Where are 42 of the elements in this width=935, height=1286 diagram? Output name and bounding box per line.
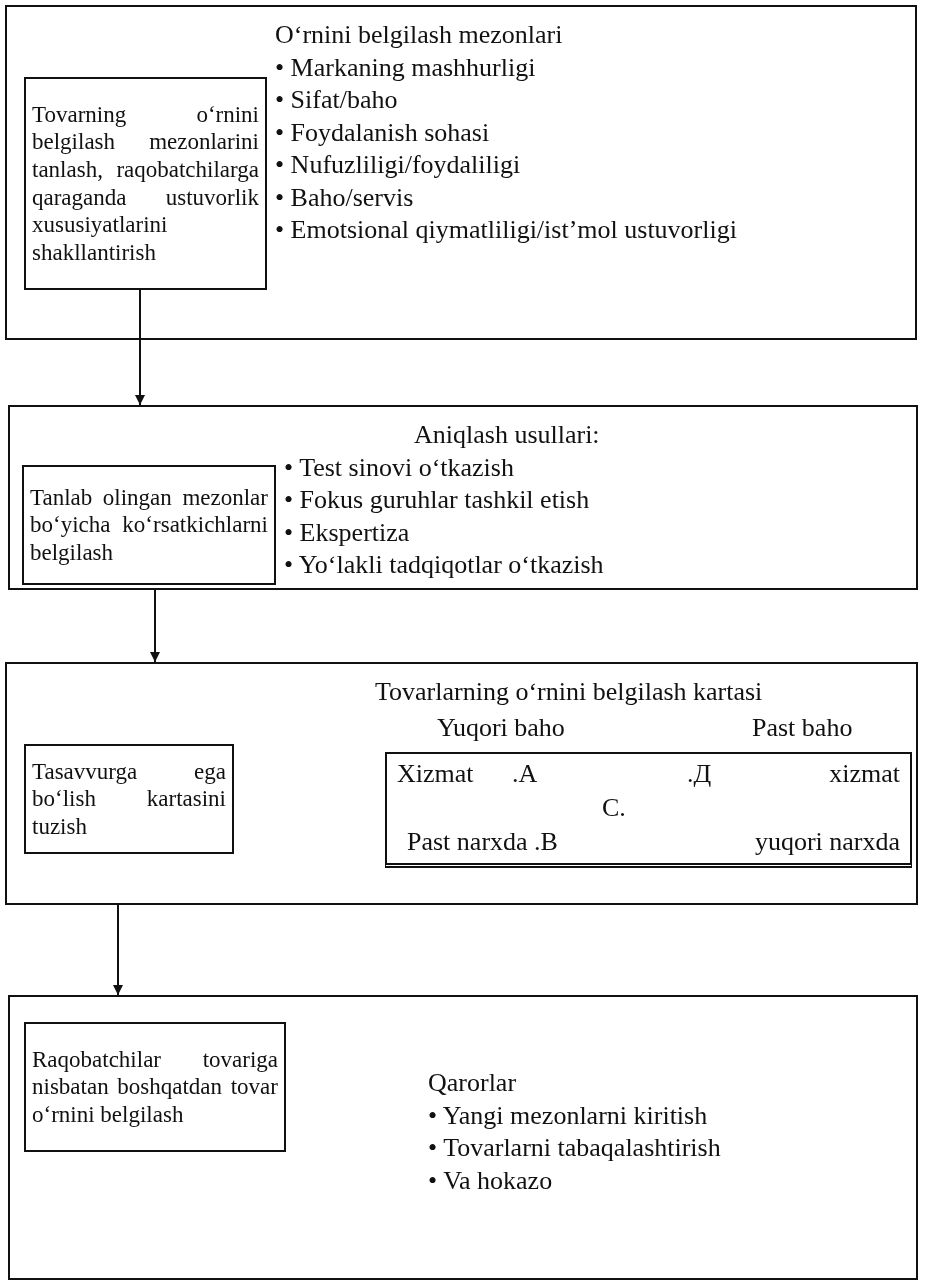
step-box: [22, 465, 276, 585]
heading: O‘rnini belgilash mezonlari: [275, 19, 564, 51]
map-label: yuqori narxda: [754, 826, 900, 858]
stage-box: [8, 405, 918, 590]
list-item: • Emotsional qiymatliligi/ist’mol ustuvorligi: [275, 214, 738, 246]
step-box: [24, 77, 267, 290]
heading: Qarorlar: [428, 1067, 518, 1099]
map-label: Xizmat: [397, 758, 474, 790]
map-label: xizmat: [829, 758, 900, 790]
list-item: • Sifat/baho: [275, 84, 399, 116]
list-item: • Yo‘lakli tadqiqotlar o‘tkazish: [284, 549, 605, 581]
list-item: • Ekspertiza: [284, 516, 411, 549]
step-box: [24, 1022, 286, 1152]
map-label: Yuqori baho: [437, 712, 565, 744]
stage-box: [8, 995, 918, 1280]
map-label: Past baho: [752, 712, 853, 744]
list-item: • Markaning mashhurligi: [275, 51, 537, 84]
list-item: • Va hokazo: [428, 1164, 554, 1197]
heading: Aniqlash usullari:: [413, 419, 601, 451]
stage-box: [5, 662, 918, 905]
list-item: • Baho/servis: [275, 181, 415, 214]
arrow: [113, 904, 123, 996]
heading: Tovarlarning o‘rnini belgilash kartasi: [375, 676, 763, 708]
list-item: • Yangi mezonlarni kiritish: [428, 1099, 709, 1132]
list-item: • Tovarlarni tabaqalashtirish: [428, 1132, 722, 1164]
map-label: Past narxda .B: [407, 826, 558, 858]
map-label: .Д: [687, 758, 712, 790]
step-box: [24, 744, 234, 854]
step-text: Tovarning o‘rnini belgilash mezonlarini tanlash, raqobatchilarga qaraganda ustuvorlik xususiyatlarini shakllantirish: [32, 100, 259, 267]
arrow: [135, 287, 145, 406]
list-item: • Test sinovi o‘tkazish: [284, 451, 515, 484]
list-item: • Foydalanish sohasi: [275, 116, 491, 149]
map-label: C.: [602, 792, 626, 824]
list-item: • Fokus guruhlar tashkil etish: [284, 484, 591, 516]
stage-box: [5, 5, 917, 340]
list-item: • Nufuzliligi/foydaliligi: [275, 149, 522, 181]
map-label: .A: [512, 758, 538, 790]
step-text: Raqobatchilar tovariga nisbatan boshqatdan tovar o‘rnini belgilash: [32, 1045, 278, 1129]
positioning-map-box: [385, 752, 912, 868]
step-text: Tasavvurga ega bo‘lish kartasini tuzish: [32, 757, 226, 841]
arrow: [150, 589, 160, 663]
step-text: Tanlab olingan mezonlar bo‘yicha ko‘rsatkichlarni belgilash: [30, 483, 268, 567]
